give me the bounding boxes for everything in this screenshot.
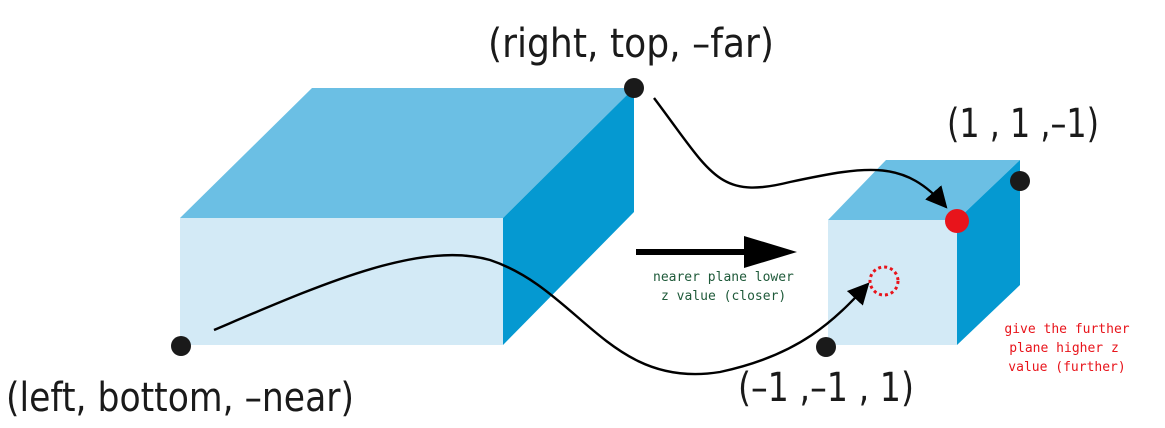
label-right-top-far: (right, top, –far) [488, 21, 774, 67]
nearer-plane-annotation: nearer plane lower z value (closer) [653, 270, 794, 304]
further-plane-annotation: give the further plane higher z value (f… [1004, 322, 1129, 375]
nearer-annotation-line-2: z value (closer) [661, 289, 786, 304]
red-near-marker-dotted [868, 265, 900, 297]
far-corner-mapping-arrow [653, 97, 948, 209]
further-annotation-line-3: value (further) [1008, 360, 1125, 375]
view-volume-box [180, 88, 634, 345]
dot-ndc-m1-m1-1 [816, 337, 836, 357]
near-corner-mapping-arrow [213, 253, 870, 376]
further-annotation-line-2: plane higher z [1009, 341, 1119, 356]
canonical-cube-side-face [957, 160, 1020, 345]
view-volume-front-face [180, 218, 503, 345]
red-far-marker [945, 209, 969, 233]
dot-ndc-1-1-m1 [1010, 171, 1030, 191]
label-left-bottom-near: (left, bottom, –near) [6, 375, 354, 421]
label-ndc-1-1-m1: (1 , 1 ,–1) [947, 101, 1099, 147]
transform-arrow [636, 236, 797, 268]
further-annotation-line-1: give the further [1004, 322, 1129, 337]
canonical-cube [828, 160, 1020, 345]
label-ndc-m1-m1-1: (–1 ,–1 , 1) [738, 365, 914, 411]
view-volume-top-face [180, 88, 634, 218]
view-volume-side-face [503, 88, 634, 345]
canonical-cube-top-face [828, 160, 1020, 220]
dot-right-top-far [624, 78, 644, 98]
canonical-cube-front-face [828, 220, 957, 345]
dot-left-bottom-near [171, 336, 191, 356]
nearer-annotation-line-1: nearer plane lower [653, 270, 794, 285]
